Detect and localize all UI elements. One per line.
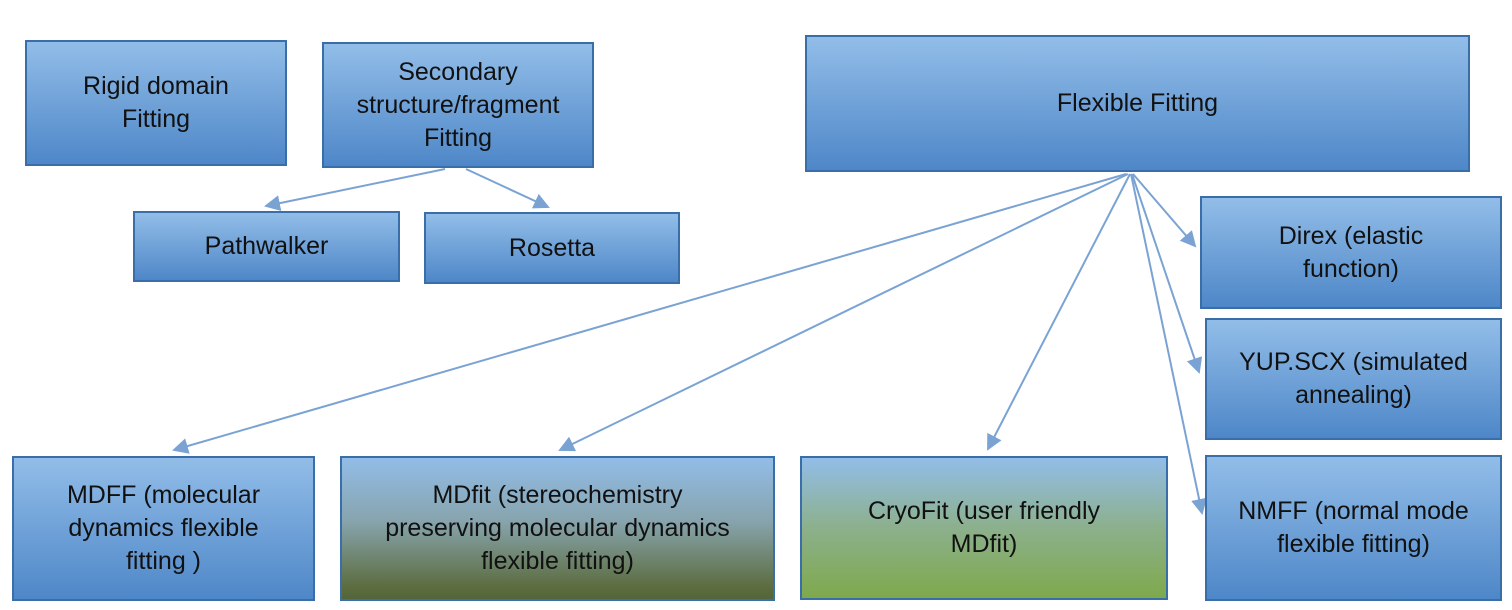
arrow-secondary-to-rosetta <box>465 168 550 209</box>
node-mdfit: MDfit (stereochemistry preserving molecu… <box>340 456 775 601</box>
arrow-flexible-to-mdfit <box>558 173 1129 452</box>
node-mdff-label: MDFF (molecular dynamics flexible fittin… <box>66 481 261 575</box>
node-rosetta: Rosetta <box>424 212 680 284</box>
arrow-flexible-to-nmff <box>1130 173 1207 515</box>
node-rigid-domain-fitting: Rigid domain Fitting <box>25 40 287 166</box>
node-mdfit-label: MDfit (stereochemistry preserving molecu… <box>385 481 730 575</box>
node-direx-label: Direx (elastic function) <box>1278 221 1424 283</box>
node-cryofit-label: CryoFit (user friendly MDfit) <box>868 497 1100 558</box>
node-secondary-structure-fragment-fitting-label: Secondary structure/fragment Fitting <box>356 57 560 152</box>
arrow-secondary-to-pathwalker <box>264 168 446 212</box>
node-nmff: NMFF (normal mode flexible fitting) <box>1205 455 1502 601</box>
arrow-flexible-to-mdff <box>172 173 1127 454</box>
node-pathwalker: Pathwalker <box>133 211 400 282</box>
arrow-flexible-to-yupscx <box>1131 173 1203 374</box>
node-flexible-fitting-label: Flexible Fitting <box>1056 89 1219 117</box>
node-rosetta-label: Rosetta <box>508 233 596 262</box>
node-direx: Direx (elastic function) <box>1200 196 1502 309</box>
arrow-flexible-to-cryofit <box>987 173 1131 451</box>
node-yupscx-label: YUP.SCX (simulated annealing) <box>1239 348 1468 409</box>
node-nmff-label: NMFF (normal mode flexible fitting) <box>1238 497 1469 558</box>
node-yupscx: YUP.SCX (simulated annealing) <box>1205 318 1502 440</box>
node-flexible-fitting: Flexible Fitting <box>805 35 1470 172</box>
node-cryofit: CryoFit (user friendly MDfit) <box>800 456 1168 600</box>
arrow-flexible-to-direx <box>1132 173 1197 248</box>
node-secondary-structure-fragment-fitting: Secondary structure/fragment Fitting <box>322 42 594 168</box>
node-rigid-domain-fitting-label: Rigid domain Fitting <box>83 72 229 133</box>
node-mdff: MDFF (molecular dynamics flexible fittin… <box>12 456 315 601</box>
node-pathwalker-label: Pathwalker <box>204 232 329 260</box>
